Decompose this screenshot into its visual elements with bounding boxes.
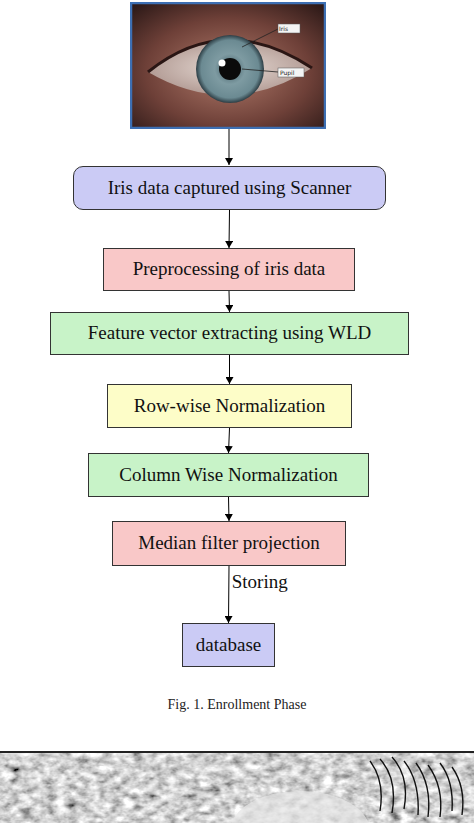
box-text: Feature vector extracting using WLD (88, 323, 372, 344)
box-text: Iris data captured using Scanner (108, 178, 352, 199)
edge-label: Storing (232, 571, 288, 593)
box-text: Row-wise Normalization (134, 396, 326, 417)
flow-arrow (229, 291, 231, 312)
eye-photo (130, 2, 326, 129)
process-box: Iris data captured using Scanner (73, 166, 386, 210)
iris-texture (0, 751, 474, 823)
photo-label: Iris (279, 25, 288, 32)
process-box: Column Wise Normalization (88, 453, 369, 497)
flow-arrow (229, 355, 230, 384)
box-text: database (196, 635, 261, 656)
box-text: Median filter projection (138, 533, 320, 554)
flow-arrow (228, 497, 230, 521)
box-text: Preprocessing of iris data (133, 259, 326, 280)
photo-label: Pupil (280, 69, 294, 76)
box-text: Column Wise Normalization (119, 465, 337, 486)
process-box: Median filter projection (112, 521, 346, 566)
process-box: Preprocessing of iris data (103, 248, 355, 291)
flow-arrow (229, 210, 231, 248)
flow-arrow (228, 566, 230, 623)
process-box: Row-wise Normalization (107, 384, 352, 428)
figure-caption: Fig. 1. Enrollment Phase (0, 697, 474, 713)
process-box: Feature vector extracting using WLD (50, 312, 409, 355)
flow-arrow (229, 428, 230, 453)
process-box: database (182, 623, 275, 667)
